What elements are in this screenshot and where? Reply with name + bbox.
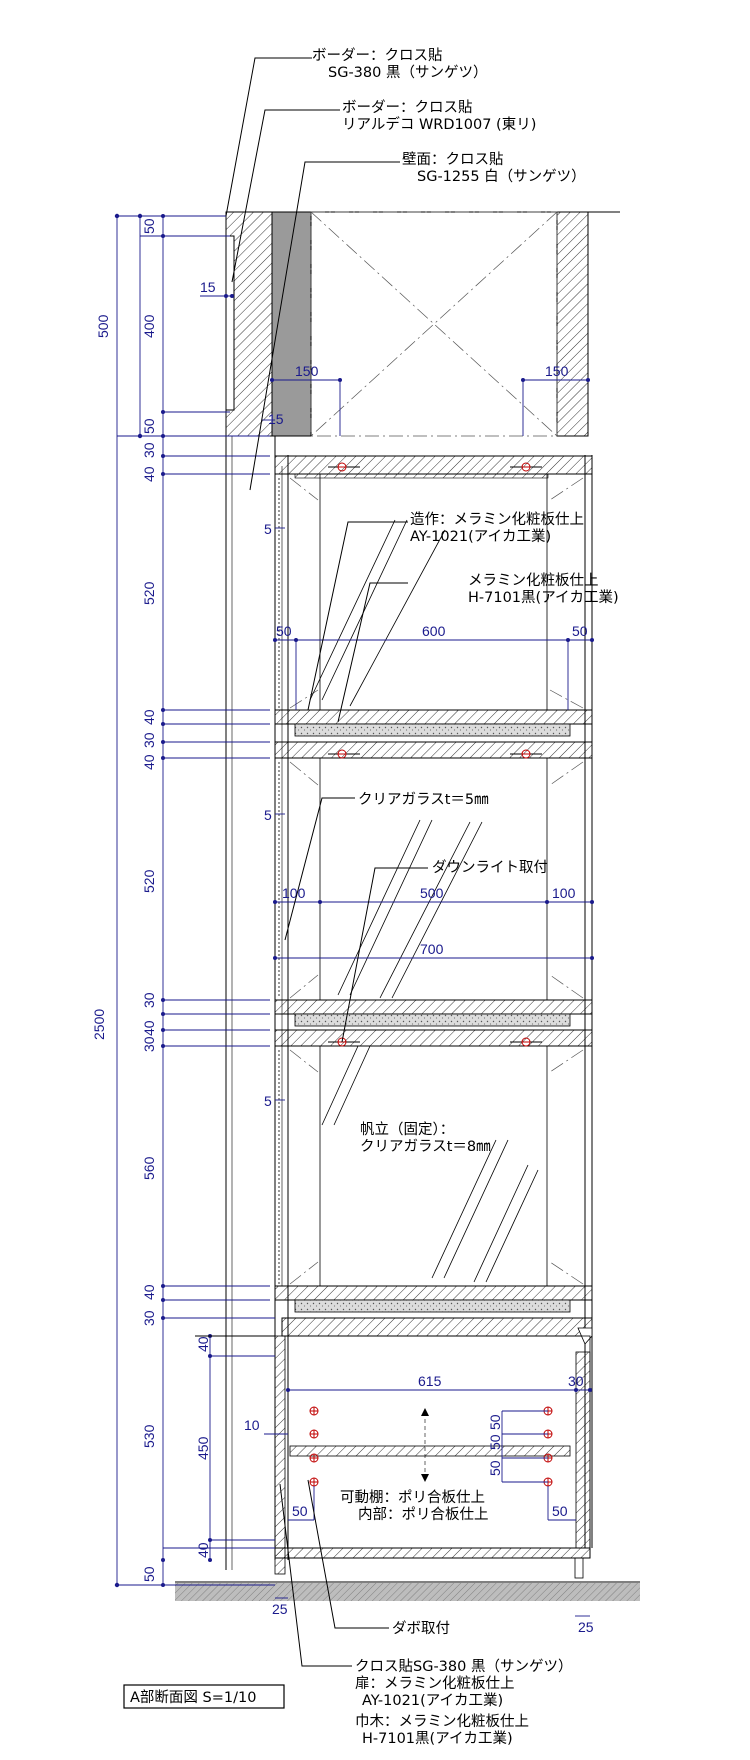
- dowel-pin-icon: [309, 1453, 319, 1463]
- annotations: ボーダー：クロス貼 SG-380 黒（サンゲツ） ボーダー：クロス貼 リアルデコ…: [312, 47, 619, 1747]
- label-border2: ボーダー：クロス貼: [342, 99, 473, 116]
- cabinet-body: [274, 436, 593, 1579]
- dim: 30: [141, 442, 157, 458]
- dim: 40: [141, 1284, 157, 1300]
- dim: 15: [268, 411, 284, 427]
- dim: 100: [552, 885, 576, 901]
- dim: 30: [141, 1310, 157, 1326]
- dim: 500: [420, 885, 444, 901]
- dim: 40: [195, 1336, 211, 1352]
- dim: 520: [141, 869, 157, 893]
- dim: 25: [578, 1619, 594, 1635]
- dim: 5: [264, 521, 272, 537]
- dim: 50: [487, 1414, 503, 1430]
- dim: 50: [141, 218, 157, 234]
- dowel-pin-icon: [309, 1477, 319, 1487]
- label-movable: 可動棚：ポリ合板仕上: [340, 1488, 485, 1506]
- dim: 50: [141, 1566, 157, 1582]
- dim: 50: [276, 623, 292, 639]
- dim: 30: [141, 732, 157, 748]
- dim: 600: [422, 623, 446, 639]
- dimension-values: 2500 500 50 400 50 15 15 150 150 30 40 5…: [91, 218, 594, 1635]
- label-border2-spec: リアルデコ WRD1007 (東リ): [342, 115, 536, 133]
- label-border1-spec: SG-380 黒（サンゲツ）: [328, 64, 487, 81]
- dim: 30: [141, 1036, 157, 1052]
- dim: 700: [420, 941, 444, 957]
- downlight-icon: [510, 749, 542, 759]
- dim: 5: [264, 807, 272, 823]
- dim: 150: [545, 363, 569, 379]
- label-inner-spec: H-7101黒(アイカ工業): [468, 589, 619, 606]
- label-shelf-spec: クリアガラスt＝8㎜: [360, 1138, 491, 1155]
- label-bottom-cloth: クロス貼SG-380 黒（サンゲツ）: [355, 1658, 572, 1675]
- dim: 50: [292, 1503, 308, 1519]
- floor: [175, 1581, 640, 1601]
- dimension-lines: [114, 213, 594, 1617]
- dim: 40: [141, 1020, 157, 1036]
- dim: 50: [487, 1460, 503, 1476]
- dim: 40: [141, 709, 157, 725]
- drawing-title-block: A部断面図 S=1/10: [123, 1684, 285, 1709]
- label-glass5: クリアガラスt＝5㎜: [358, 791, 489, 808]
- label-frame-spec: AY-1021(アイカ工業): [410, 528, 551, 545]
- dim: 25: [272, 1601, 288, 1617]
- dim: 400: [141, 314, 157, 338]
- dim: 530: [141, 1424, 157, 1448]
- label-wall-spec: SG-1255 白（サンゲツ）: [417, 168, 586, 185]
- dim: 30: [141, 992, 157, 1008]
- label-dowel: ダボ取付: [392, 1620, 450, 1637]
- label-wall: 壁面：クロス貼: [402, 151, 504, 168]
- dim: 40: [141, 466, 157, 482]
- dim-total: 2500: [91, 1009, 107, 1040]
- wall-structure: [225, 211, 620, 1570]
- dim: 40: [141, 754, 157, 770]
- dim: 50: [141, 418, 157, 434]
- dim: 30: [568, 1373, 584, 1389]
- dim: 10: [244, 1417, 260, 1433]
- label-movable-inner: 内部：ポリ合板仕上: [358, 1505, 489, 1523]
- label-inner: メラミン化粧板仕上: [468, 571, 599, 589]
- dim: 5: [264, 1093, 272, 1109]
- dowel-pin-icon: [309, 1429, 319, 1439]
- dim: 150: [295, 363, 319, 379]
- dim: 40: [195, 1542, 211, 1558]
- label-bottom-baseboard: 巾木：メラミン化粧板仕上: [355, 1712, 529, 1730]
- label-shelf: 帆立（固定）：: [360, 1121, 454, 1138]
- dim: 50: [487, 1434, 503, 1450]
- dim: 520: [141, 581, 157, 605]
- dim: 615: [418, 1373, 442, 1389]
- dim: 450: [195, 1436, 211, 1460]
- downlight-icon: [510, 1037, 542, 1047]
- downlight-icon: [328, 462, 360, 472]
- dim: 100: [282, 885, 306, 901]
- downlight-icon: [328, 749, 360, 759]
- label-border1: ボーダー：クロス貼: [312, 47, 443, 64]
- dim: 560: [141, 1156, 157, 1180]
- leader-lines: [195, 57, 428, 1667]
- label-bottom-baseboard-spec: H-7101黒(アイカ工業): [362, 1730, 513, 1747]
- label-bottom-door: 扉：メラミン化粧板仕上: [355, 1674, 515, 1692]
- label-frame: 造作：メラミン化粧板仕上: [410, 510, 584, 528]
- label-downlight: ダウンライト取付: [432, 859, 548, 876]
- dim-upper-total: 500: [95, 314, 111, 338]
- label-bottom-door-spec: AY-1021(アイカ工業): [362, 1692, 503, 1709]
- drawing-title: A部断面図 S=1/10: [130, 1689, 256, 1706]
- dowel-pin-icon: [309, 1406, 319, 1416]
- dim: 50: [572, 623, 588, 639]
- dim: 50: [552, 1503, 568, 1519]
- downlight-icon: [510, 462, 542, 472]
- dim: 15: [200, 279, 216, 295]
